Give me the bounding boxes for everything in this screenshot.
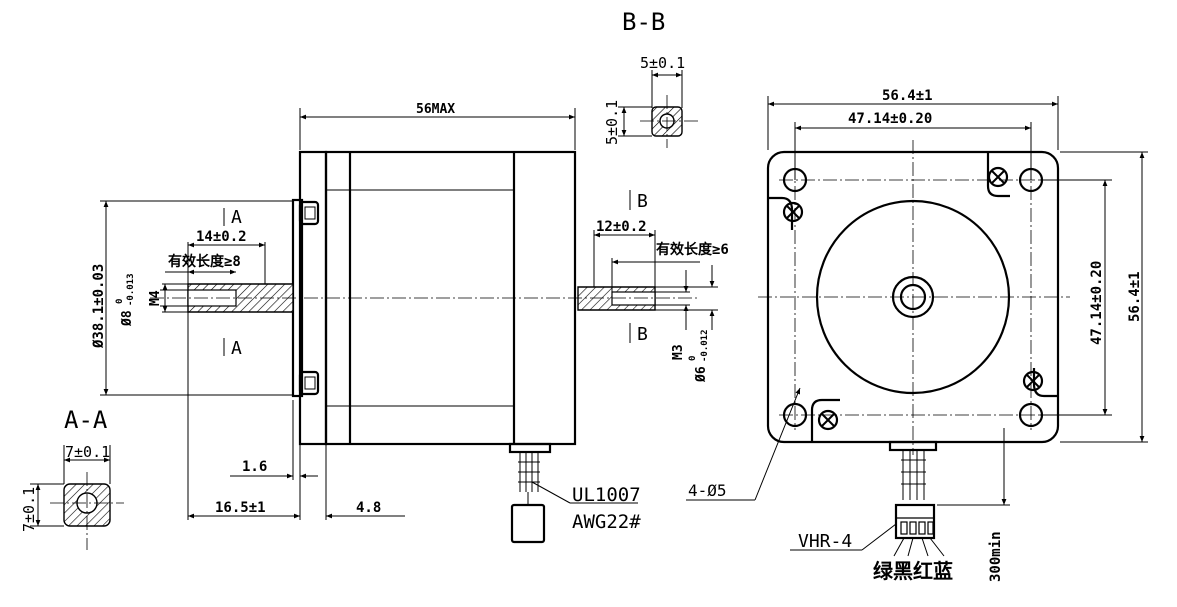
aa-width-dim: 7±0.1 (65, 443, 110, 461)
lead-length-dim: 300min (988, 531, 1004, 582)
bb-height-dim: 5±0.1 (603, 100, 621, 145)
mount-holes-label: 4-Ø5 (688, 481, 727, 500)
section-mark-b-bottom: B (637, 324, 648, 345)
front-effective-dim: 有效长度≥8 (168, 253, 241, 270)
rear-effective-dim: 有效长度≥6 (656, 241, 729, 258)
cable-exit (508, 442, 552, 454)
hole-spacing-h-dim: 47.14±0.20 (848, 111, 932, 127)
shaft-circle (891, 275, 935, 319)
shaft-ext-dim: 16.5±1 (215, 500, 266, 516)
front-cable-exit (888, 440, 938, 452)
section-aa: A-A 7±0.1 7±0.1 (20, 406, 124, 550)
length-max-dim: 56MAX (416, 102, 455, 117)
front-connector (894, 503, 936, 540)
rear-thread-dim: M3 (671, 344, 686, 360)
aa-height-dim: 7±0.1 (20, 487, 38, 532)
section-mark-b-top: B (637, 191, 648, 212)
screw-bl (810, 398, 840, 442)
section-aa-title: A-A (64, 406, 108, 434)
screw-ml (768, 196, 804, 230)
side-connector (510, 503, 546, 544)
side-view: 56MAX A A B B (91, 102, 729, 544)
section-mark-a-bottom: A (231, 338, 242, 359)
section-bb-title: B-B (622, 8, 665, 36)
square-height-dim: 56.4±1 (1127, 271, 1143, 322)
rear-shaft-dia-dim: Ø6 (694, 366, 709, 383)
rear-shaft-len-dim: 12±0.2 (596, 219, 647, 235)
boss-circle (815, 199, 1011, 395)
wire-type-label: UL1007 (572, 484, 641, 506)
front-shaft-tol-lower: -0.013 (126, 273, 136, 306)
bb-width-dim: 5±0.1 (640, 54, 685, 72)
rear-shaft-tol-lower: -0.012 (700, 329, 710, 362)
square-width-dim: 56.4±1 (882, 88, 933, 104)
rear-shaft-tol-upper: 0 (688, 356, 698, 361)
front-thread-dim: M4 (148, 290, 163, 306)
section-mark-a-top: A (231, 207, 242, 228)
front-view: 56.4±1 47.14±0.20 (686, 88, 1148, 583)
flange-thk-dim: 1.6 (242, 459, 267, 475)
wire-colors-label: 绿黑红蓝 (873, 559, 953, 583)
hole-spacing-v-dim: 47.14±0.20 (1089, 261, 1105, 345)
front-shaft-dia-dim: Ø8 (120, 310, 135, 327)
connector-label: VHR-4 (798, 531, 852, 552)
front-shaft-len-dim: 14±0.2 (196, 229, 247, 245)
wire-gauge-label: AWG22# (572, 511, 641, 533)
screw-tr (986, 152, 1010, 198)
front-shaft-tol-upper: 0 (115, 299, 125, 304)
section-bb: B-B 5±0.1 5±0.1 (603, 8, 698, 148)
screw-mr (1022, 368, 1058, 398)
flange-to-body-dim: 4.8 (356, 500, 381, 516)
boss-dia-dim: Ø38.1±0.03 (91, 264, 107, 349)
